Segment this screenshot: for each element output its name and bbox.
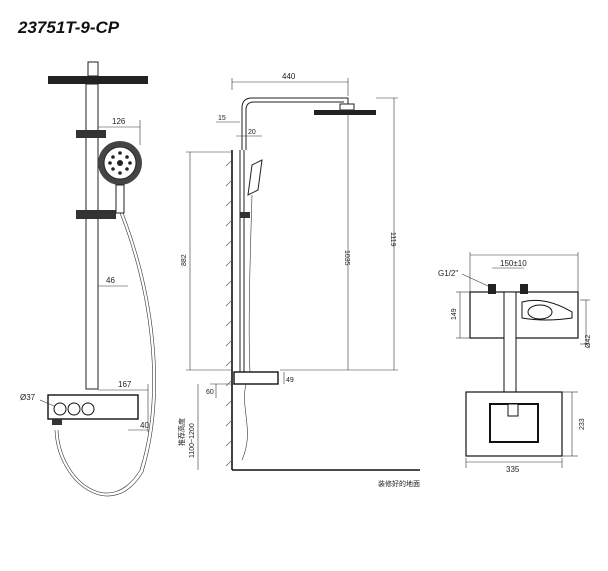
dim-plate-height: 233 — [579, 418, 586, 430]
handshower-handle — [115, 184, 125, 214]
side-overhead-shower — [314, 110, 376, 115]
dim-49: 49 — [286, 377, 294, 384]
install-view: 150±10 G1/2" 149 Ø42 233 335 — [438, 252, 592, 474]
shower-rail — [85, 83, 99, 390]
side-holder — [240, 212, 250, 218]
handshower-holder — [76, 210, 116, 219]
dim-pitch: 150±10 — [500, 259, 527, 268]
side-handshower — [247, 159, 263, 196]
dim-spout: 40 — [140, 421, 149, 430]
dim-wall-gap: 15 — [218, 115, 226, 122]
dim-rail-to-hose: 46 — [106, 276, 115, 285]
dim-bracket: 20 — [248, 129, 256, 136]
dim-plate-width: 335 — [506, 465, 520, 474]
overhead-connector — [87, 61, 99, 77]
inlet-left — [488, 284, 496, 294]
install-height-label: 推荐高度 — [177, 418, 186, 446]
side-view: 440 15 20 882 1035 1119 60 49 推荐高度 1100~… — [177, 72, 420, 488]
dim-1119: 1119 — [389, 232, 396, 247]
mixer-knob-right — [81, 402, 95, 416]
inlet-right — [520, 284, 528, 294]
dim-outlet-diameter: Ø42 — [585, 335, 592, 348]
front-view: 126 46 167 Ø37 40 — [20, 61, 156, 497]
riser-pipe — [503, 291, 517, 393]
dim-handshower-offset: 126 — [112, 117, 126, 126]
shower-arm — [241, 97, 349, 150]
dim-60: 60 — [206, 389, 214, 396]
dim-mixer-depth: 167 — [118, 380, 132, 389]
dim-knob-diameter: Ø37 — [20, 393, 36, 402]
shower-hose — [57, 212, 153, 494]
spout-outlet — [52, 419, 62, 425]
dim-thread: G1/2" — [438, 269, 458, 278]
dim-arm-reach: 440 — [282, 72, 296, 81]
dim-1035: 1035 — [343, 250, 350, 266]
overhead-shower-head — [48, 76, 148, 84]
floor-label: 装修好的地面 — [378, 479, 420, 488]
dim-882: 882 — [181, 254, 188, 266]
dim-body-height: 149 — [451, 308, 458, 320]
model-number-title: 23751T-9-CP — [18, 18, 120, 37]
install-height-range: 1100~1200 — [189, 423, 196, 458]
mixer-knob-left — [53, 402, 67, 416]
side-mixer — [233, 371, 279, 385]
mixer-knob-middle — [67, 402, 81, 416]
rail-bracket-upper — [76, 130, 106, 138]
